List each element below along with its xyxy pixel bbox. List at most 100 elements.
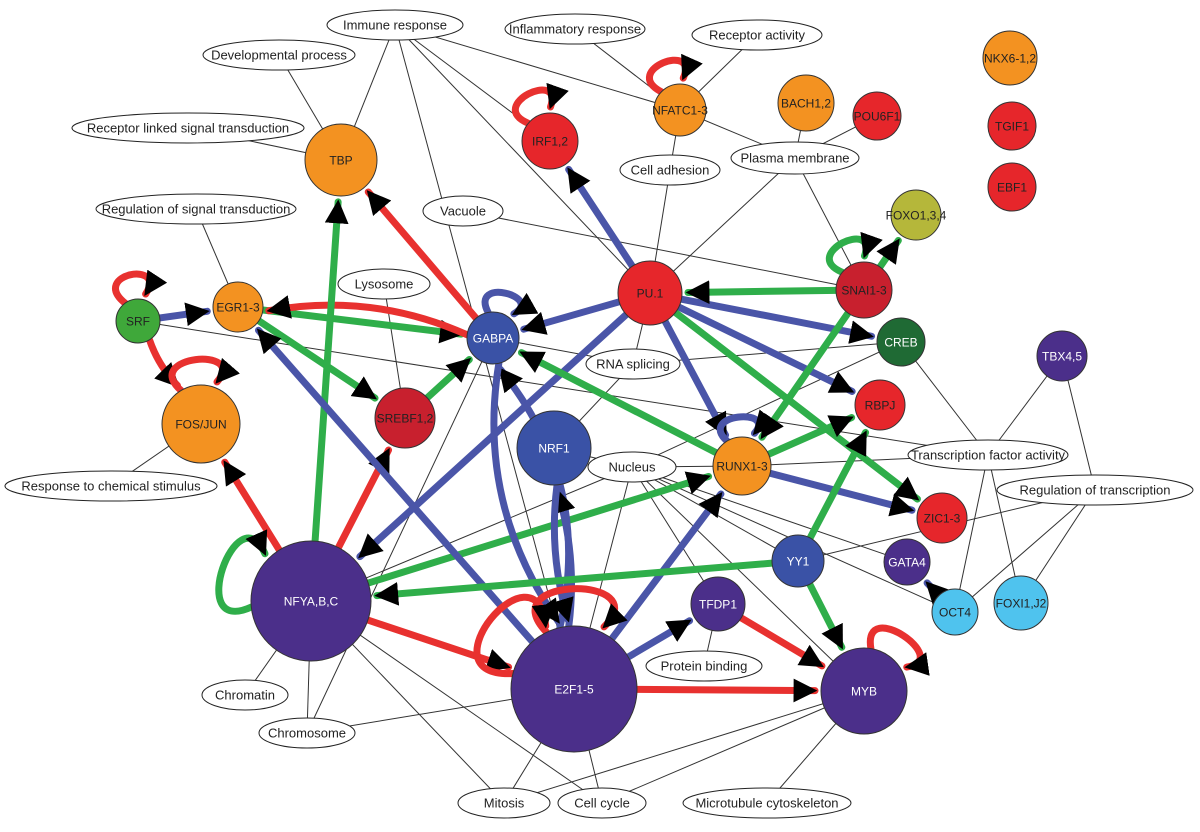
go-term-nodes: Immune response Inflammatory response Rece… bbox=[4, 9, 1194, 819]
tf-node-gabpa: GABPA bbox=[466, 311, 520, 365]
tf-node-zic: ZIC1-3 bbox=[916, 492, 968, 544]
regulation-edge-e2f-myb bbox=[633, 678, 819, 703]
go-term-ellipse bbox=[585, 348, 681, 380]
go-term-ellipse bbox=[730, 141, 860, 175]
go-term-label: Immune response bbox=[343, 18, 447, 33]
tf-circle bbox=[516, 410, 592, 486]
go-term-nucleus: Nucleus bbox=[587, 451, 677, 483]
regulation-edge-srebf-gabpa bbox=[423, 356, 473, 402]
tf-node-creb: CREB bbox=[876, 317, 926, 367]
go-term-ellipse bbox=[996, 474, 1194, 506]
go-term-ellipse bbox=[71, 112, 305, 144]
self-loop-gabpa bbox=[481, 288, 539, 318]
tf-circle bbox=[854, 379, 906, 431]
tf-label: ZIC1-3 bbox=[924, 512, 961, 526]
tf-circle bbox=[835, 261, 893, 319]
association-edge-nucleus-gata4 bbox=[631, 466, 908, 563]
tf-circle bbox=[617, 260, 683, 326]
regulation-edge-pu1-runx bbox=[661, 317, 730, 439]
association-edge-immune-nfatc bbox=[394, 24, 681, 111]
tf-circle bbox=[890, 189, 942, 241]
tf-label: GABPA bbox=[473, 332, 513, 346]
tf-node-pu1: PU.1 bbox=[617, 260, 683, 326]
tf-label: RBPJ bbox=[865, 399, 896, 413]
tf-circle bbox=[777, 74, 835, 132]
self-loop-nfya bbox=[215, 529, 269, 615]
regulation-edge-nfya-fosjun bbox=[221, 458, 283, 554]
go-term-plasma: Plasma membrane bbox=[730, 141, 860, 175]
tf-node-e2f: E2F1-5 bbox=[510, 625, 638, 753]
tf-label: GATA4 bbox=[888, 556, 926, 570]
tf-circle bbox=[982, 30, 1038, 86]
tf-node-irf: IRF1,2 bbox=[521, 112, 579, 170]
go-term-regtrans: Regulation of transcription bbox=[996, 474, 1194, 506]
tf-node-tfdp1: TFDP1 bbox=[690, 576, 746, 632]
association-edge-tfa-oct4 bbox=[954, 454, 989, 613]
self-loop-snai bbox=[825, 231, 883, 276]
tf-label: EGR1-3 bbox=[216, 301, 260, 315]
tf-label: RUNX1-3 bbox=[716, 460, 768, 474]
go-term-lysosome: Lysosome bbox=[337, 268, 431, 300]
tf-circle bbox=[690, 576, 746, 632]
association-edge-vacuole-snai bbox=[462, 210, 865, 291]
go-term-ellipse bbox=[326, 9, 464, 41]
association-edge-chromosome-gabpa bbox=[306, 337, 494, 734]
tf-node-srebf: SREBF1,2 bbox=[374, 387, 436, 449]
tf-node-fosjun: FOS/JUN bbox=[161, 384, 241, 464]
tf-node-ebf1: EBF1 bbox=[987, 162, 1037, 212]
tf-node-srf: SRF bbox=[115, 298, 161, 344]
go-term-tfa: Transcription factor activity bbox=[907, 439, 1069, 471]
regulation-edge-snai-pu1 bbox=[684, 280, 840, 305]
tf-node-tbp: TBP bbox=[304, 123, 378, 197]
self-loop-nfatc bbox=[646, 53, 703, 96]
go-term-ellipse bbox=[4, 470, 218, 502]
tf-circle bbox=[653, 83, 707, 137]
regulation-edge-nrf1-e2f bbox=[550, 481, 574, 624]
regulation-edge-gabpa-e2f bbox=[490, 359, 562, 626]
tf-circle bbox=[712, 436, 772, 496]
go-term-label: Receptor activity bbox=[709, 28, 806, 43]
regulation-edge-oct4-gata4 bbox=[923, 579, 951, 607]
go-term-mitosis: Mitosis bbox=[457, 787, 551, 819]
tf-circle bbox=[1036, 330, 1088, 382]
go-term-chemstim: Response to chemical stimulus bbox=[4, 470, 218, 502]
tf-label: MYB bbox=[851, 685, 877, 699]
regulation-edge-pu1-irf bbox=[565, 165, 636, 270]
tf-node-myb: MYB bbox=[820, 647, 908, 735]
tf-node-nrf1: NRF1 bbox=[516, 410, 592, 486]
go-term-ellipse bbox=[645, 650, 763, 682]
go-term-ellipse bbox=[201, 679, 289, 711]
go-term-chromatin: Chromatin bbox=[201, 679, 289, 711]
tf-node-foxo: FOXO1,3,4 bbox=[886, 189, 947, 241]
go-term-ellipse bbox=[587, 451, 677, 483]
go-term-label: Response to chemical stimulus bbox=[21, 479, 201, 494]
regulation-edge-nfya-tbp bbox=[311, 198, 349, 545]
tf-label: SREBF1,2 bbox=[377, 412, 434, 426]
tf-circle bbox=[820, 647, 908, 735]
go-term-label: Transcription factor activity bbox=[911, 448, 1066, 463]
tf-circle bbox=[916, 492, 968, 544]
regulation-edge-egr-srebf bbox=[255, 317, 379, 402]
regulation-edge-pu1-zic bbox=[671, 309, 921, 503]
tf-node-oct4: OCT4 bbox=[931, 588, 979, 636]
regulation-edge-gabpa-egr bbox=[265, 295, 471, 339]
go-term-ellipse bbox=[337, 268, 431, 300]
regulation-edge-runx-rbpj bbox=[765, 414, 856, 458]
tf-circle bbox=[987, 162, 1037, 212]
tf-label: NFATC1-3 bbox=[652, 104, 708, 118]
association-edge-nucleus-creb bbox=[631, 341, 902, 468]
tf-circle bbox=[115, 298, 161, 344]
regulation-edge-nfya-runx bbox=[364, 471, 713, 587]
association-edge-regtrans-oct4 bbox=[954, 489, 1096, 613]
association-edge-mitosis-myb bbox=[503, 690, 865, 804]
go-term-label: Regulation of signal transduction bbox=[102, 202, 291, 217]
go-term-devproc: Developmental process bbox=[202, 39, 356, 71]
go-term-label: Inflammatory response bbox=[509, 22, 641, 37]
tf-node-yy1: YY1 bbox=[771, 534, 825, 588]
tf-node-foxi: FOXI1,J2 bbox=[993, 575, 1049, 631]
tf-circle bbox=[212, 281, 264, 333]
go-term-protbind: Protein binding bbox=[645, 650, 763, 682]
tf-label: CREB bbox=[884, 336, 917, 350]
tf-label: E2F1-5 bbox=[554, 683, 594, 697]
regulation-edge-yy1-myb bbox=[806, 580, 846, 651]
